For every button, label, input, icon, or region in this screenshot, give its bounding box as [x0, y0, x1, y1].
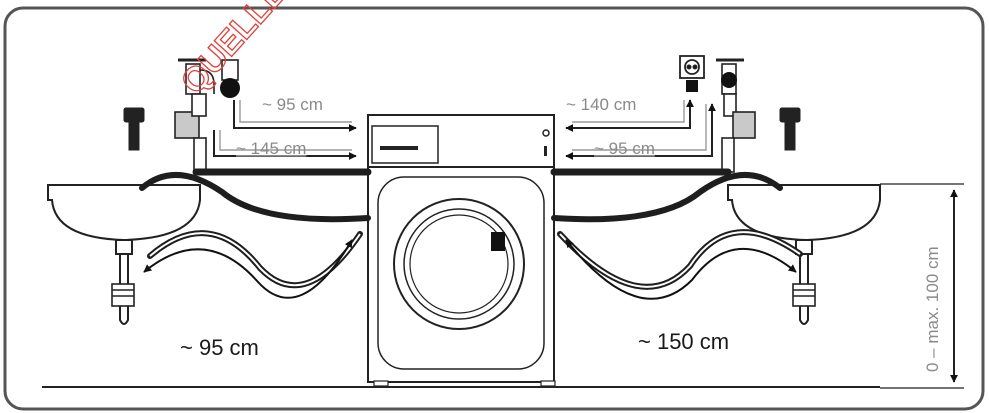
label-left-drain: ~ 95 cm — [180, 335, 259, 360]
machine-foot-right — [540, 380, 556, 387]
left-dimension-lines-grey — [219, 100, 352, 151]
right-tap-icon — [716, 58, 756, 173]
left-drain-pipe — [111, 283, 135, 307]
right-drain-pipe — [792, 283, 816, 307]
right-dimension-lines — [565, 99, 716, 160]
machine-door-glass — [409, 214, 509, 314]
left-tap-icon — [174, 58, 240, 173]
washing-machine — [367, 114, 556, 387]
label-right-drain: ~ 150 cm — [638, 329, 729, 354]
indicator-light — [544, 146, 547, 156]
right-drain-arrows — [565, 239, 797, 300]
right-bolt-icon — [779, 107, 801, 151]
height-dimension — [880, 183, 964, 389]
left-drain-arrows — [143, 239, 353, 299]
power-knob-icon — [542, 129, 550, 137]
left-dimension-lines — [213, 100, 357, 160]
detergent-drawer — [371, 125, 439, 164]
label-height-range: 0 – max. 100 cm — [923, 246, 942, 372]
left-bolt-icon — [123, 107, 145, 151]
label-left-hose-top: ~ 95 cm — [262, 95, 323, 114]
machine-foot-left — [373, 380, 389, 387]
label-left-hose-mid: ~ 145 cm — [236, 139, 306, 158]
door-handle — [491, 232, 505, 251]
label-right-hose-mid: ~ 95 cm — [594, 139, 655, 158]
power-socket-icon — [679, 55, 705, 92]
label-right-hose-top: ~ 140 cm — [566, 95, 636, 114]
drawer-handle — [380, 146, 418, 150]
right-dimension-lines-grey — [572, 100, 707, 151]
